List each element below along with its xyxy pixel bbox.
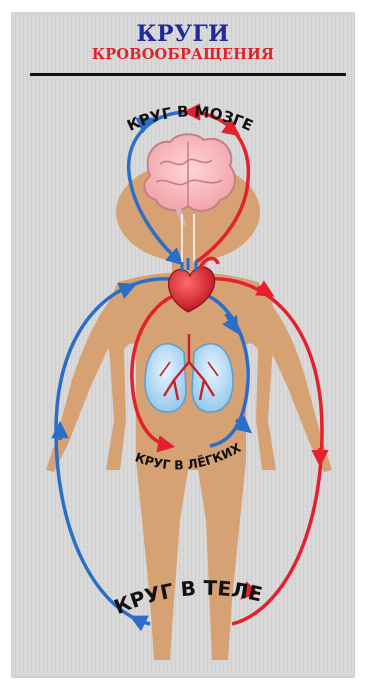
body-loop-label: КРУГ В ТЕЛЕ [111, 576, 265, 619]
